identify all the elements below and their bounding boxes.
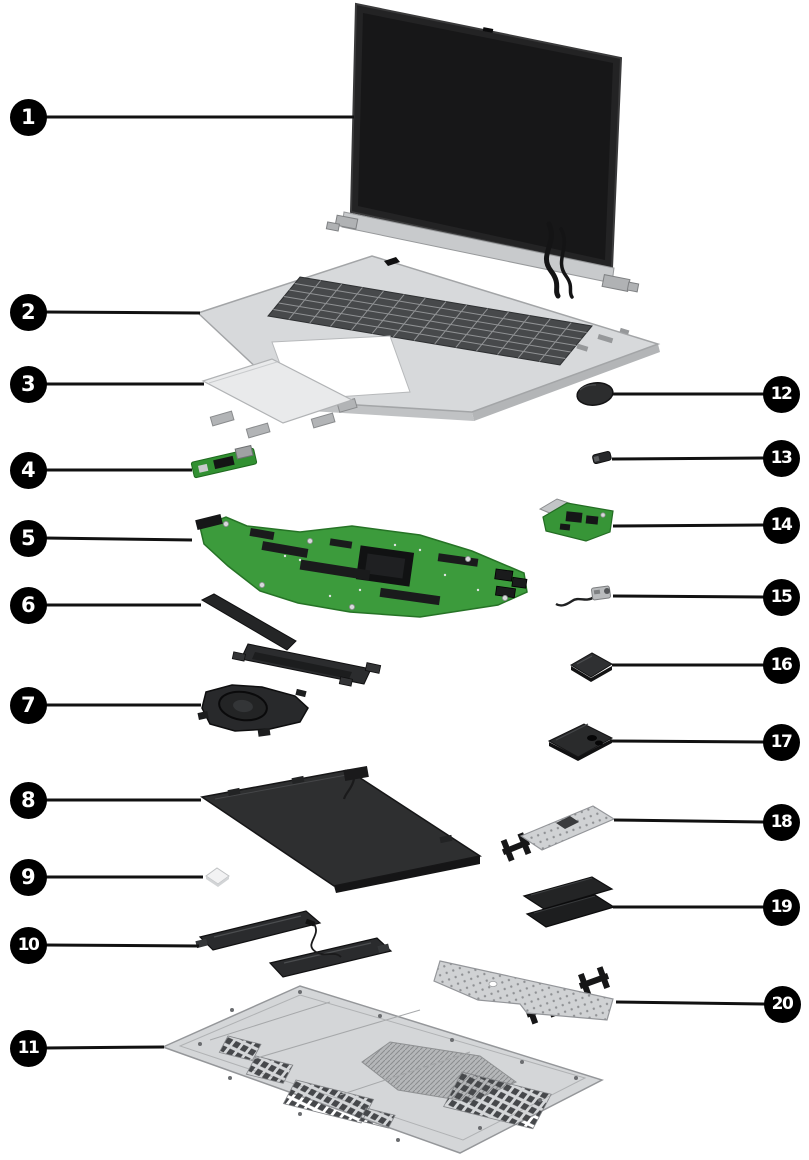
shield-plate-bottom-facet [533,895,596,914]
bracket-long-h-piece-right [578,966,610,996]
display-screen [358,13,613,260]
io-board-pad [197,463,209,473]
speaker-cable [310,923,342,958]
heat-sink-fins [252,652,352,679]
bracket-long-perforations [434,961,613,1020]
side-ports [576,327,630,352]
board-screws [222,521,508,611]
small-io-board [190,444,258,479]
bracket-short-perforations [521,806,614,850]
deck-side-facet [472,344,660,421]
cover-vent-grids [218,1035,552,1130]
small-chip [205,867,230,887]
coin-cell-wrap [579,384,597,391]
io-board-chip [213,455,235,470]
plate-bumps [587,735,603,746]
leader-line-18 [613,818,765,824]
shield-plate-top-facet [530,877,593,896]
heat-sink [200,593,382,687]
bracket-short-h-piece [500,832,532,862]
cpu-chip [355,545,415,587]
display-assembly [325,2,640,299]
leader-line-11 [44,1045,165,1050]
small-component [592,451,612,465]
small-module [570,652,613,682]
board-left-connector [195,514,223,530]
perforated-bracket-short [500,805,616,862]
shield-plates [522,876,616,928]
leader-line-13 [611,456,765,461]
keyboard [268,277,592,365]
leader-line-10 [44,943,200,948]
power-connector-barrel [604,588,610,594]
cover-ribs [209,1001,471,1096]
small-module-edge [576,655,593,665]
battery [200,765,482,893]
card-reader-screw [600,512,606,518]
battery-tabs [227,775,453,844]
touchpad-plate [201,358,354,424]
power-connector-pin [593,589,601,595]
io-board-connector [234,444,254,460]
power-cable [555,595,595,607]
board-connectors [249,527,479,606]
coin-cell-body [576,382,614,406]
cover-screws [198,990,578,1142]
board-small-parts [283,543,480,598]
leader-line-14 [612,523,765,528]
touchpad [201,358,358,439]
shield-plate-top [522,876,614,910]
plate-facet [555,723,589,741]
webcam-notch [482,27,494,33]
fan [197,684,309,737]
leader-line-5 [44,536,193,542]
bracket-long-hole [488,981,498,988]
speaker-left-facet [213,915,302,938]
display-cable-2 [559,227,574,299]
speaker-cable-connector [305,918,316,927]
card-reader-board [538,498,614,542]
small-module-side [571,666,612,682]
touchpad-edge [208,361,278,384]
bottom-cover [160,985,604,1154]
leader-line-15 [612,594,765,599]
system-board [195,514,528,618]
top-cover-keyboard [198,256,660,421]
board-ports [494,568,528,599]
fan-hub [233,699,253,713]
card-reader-chips [559,511,599,531]
battery-seam [214,773,353,800]
fan-tabs [197,688,307,737]
speaker-right-facet [283,942,372,964]
speakers [195,910,393,978]
battery-side [334,856,480,893]
speaker-right-tab [377,943,390,954]
component-plate [547,723,614,761]
battery-connector [342,765,369,800]
perforated-bracket-long [433,960,614,1025]
touchpad-brackets [209,398,358,439]
plate-top [547,723,614,758]
deck-hinge-notch [384,257,400,266]
coin-cell-battery [576,382,614,406]
speaker-left [198,910,322,951]
leader-line-17 [609,739,765,744]
leader-line-20 [615,1000,766,1006]
leader-line-2 [44,310,201,315]
small-component-end [593,455,600,462]
hinge-right [601,274,640,293]
speaker-right [268,937,393,978]
hinge-left [325,214,359,232]
heat-pipe [200,593,297,651]
heat-sink-tabs [231,651,382,687]
display-cable-1 [544,221,561,299]
power-connector-cable [555,585,611,607]
plate-side [549,739,612,761]
small-chip-shadow [206,876,229,887]
bracket-short-hole [556,816,579,829]
